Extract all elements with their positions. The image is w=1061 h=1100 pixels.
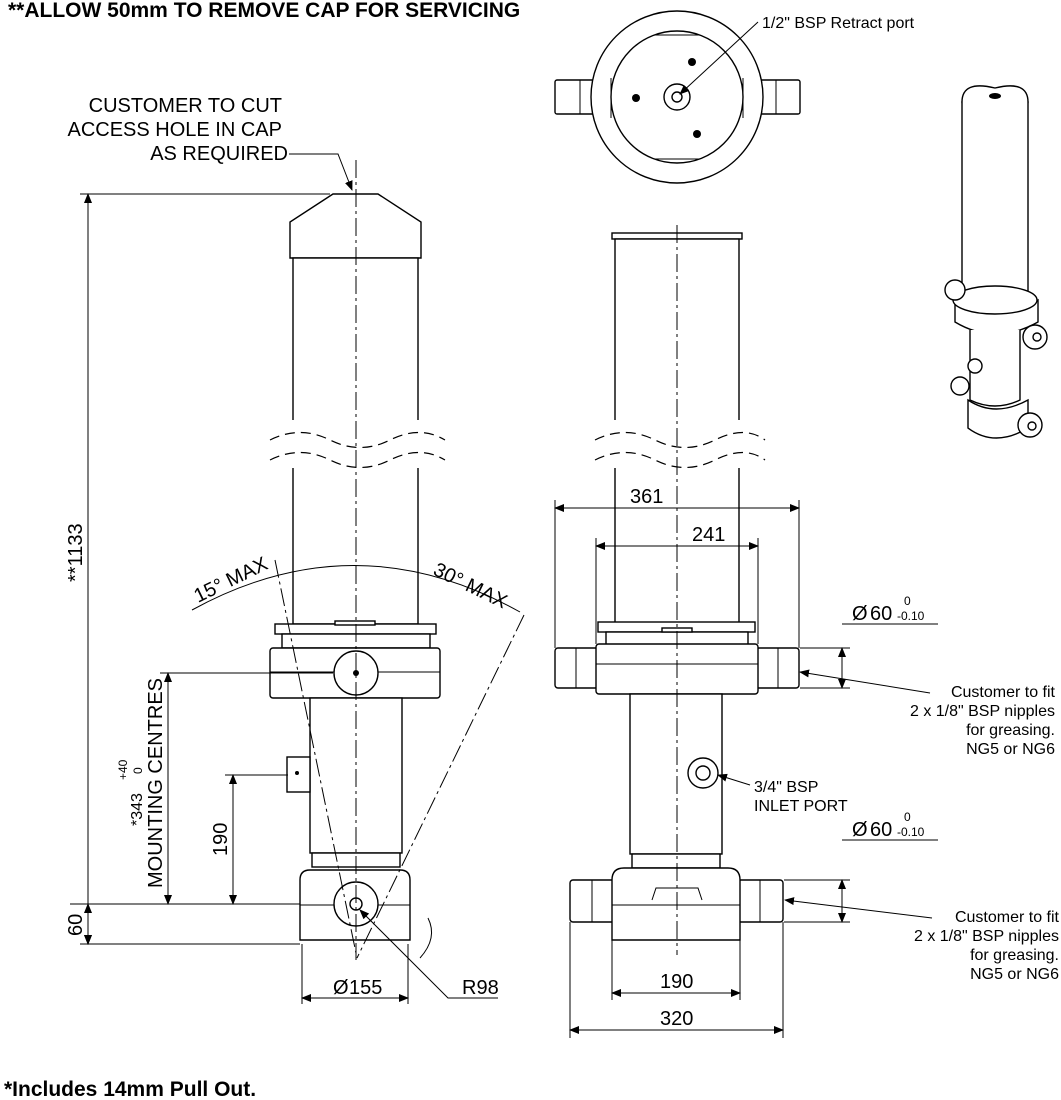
dia-symbol-lower: Ø (852, 819, 868, 841)
top-view: 1/2" BSP Retract port (554, 10, 915, 184)
grease-lower-line-2: 2 x 1/8" BSP nipples (914, 928, 1059, 945)
pin-upper-label: 60 (870, 603, 892, 625)
mounting-centres-label: MOUNTING CENTRES (145, 678, 167, 888)
pin-upper-tol-lower: -0.10 (897, 609, 925, 623)
dim-overall: **1133 (65, 193, 330, 945)
front-lower-trunnion (611, 867, 741, 941)
dim-overall-label: **1133 (65, 523, 87, 582)
isometric-view (944, 85, 1048, 439)
retract-port-label: 1/2" BSP Retract port (762, 15, 915, 32)
grease-upper-line-4: NG5 or NG6 (966, 741, 1055, 758)
r98-label: R98 (462, 977, 499, 999)
cap-note-line-3: AS REQUIRED (150, 143, 288, 165)
cap-note-line-1: CUSTOMER TO CUT (89, 95, 282, 117)
inlet-callout: 3/4" BSP INLET PORT (717, 773, 848, 815)
grease-upper-line-3: for greasing. (966, 722, 1055, 739)
front-view (554, 225, 800, 955)
mounting-tol-lower: 0 (131, 767, 145, 774)
inlet-line-2: INLET PORT (754, 798, 848, 815)
dim-361: 361 (554, 486, 800, 648)
note-allow-cap-removal: **ALLOW 50mm TO REMOVE CAP FOR SERVICING (8, 0, 520, 22)
dim-190-front-label: 190 (660, 971, 693, 993)
cap-note-line-2: ACCESS HOLE IN CAP (67, 119, 282, 141)
dia-symbol-upper: Ø (852, 603, 868, 625)
grease-note-lower: Customer to fit 2 x 1/8" BSP nipples for… (914, 909, 1060, 983)
angle-right-label: 30° MAX (430, 559, 511, 613)
mounting-tol-upper: +40 (116, 759, 130, 780)
grease-note-upper: Customer to fit 2 x 1/8" BSP nipples for… (910, 684, 1056, 758)
dia-symbol-155: Ø (333, 977, 349, 999)
pin-upper-tol-upper: 0 (904, 594, 911, 608)
dim-60-label: 60 (65, 914, 87, 936)
pin-lower-tol-upper: 0 (904, 810, 911, 824)
side-view: 15° MAX 30° MAX (191, 160, 525, 960)
grease-upper-line-1: Customer to fit (951, 684, 1056, 701)
dim-361-label: 361 (630, 486, 663, 508)
cap-callout: CUSTOMER TO CUT ACCESS HOLE IN CAP AS RE… (67, 95, 353, 191)
mounting-value: *343 (129, 793, 146, 826)
dim-241: 241 (595, 524, 759, 644)
dim-190-side: 190 (210, 774, 288, 905)
dim-320-label: 320 (660, 1008, 693, 1030)
dim-r98: R98 (359, 909, 499, 999)
pin-lower-tol-lower: -0.10 (897, 825, 925, 839)
dim-190-front: 190 (611, 940, 741, 1000)
dim-155-label: 155 (349, 977, 382, 999)
inlet-line-1: 3/4" BSP (754, 779, 818, 796)
dim-190-side-label: 190 (210, 823, 232, 856)
dim-320: 320 (569, 922, 784, 1038)
dim-pin-lower: Ø 60 0 -0.10 (784, 810, 938, 923)
grease-upper-line-2: 2 x 1/8" BSP nipples (910, 703, 1055, 720)
note-pull-out: *Includes 14mm Pull Out. (4, 1078, 256, 1100)
grease-lower-line-3: for greasing. (970, 947, 1059, 964)
dim-mounting-centres: MOUNTING CENTRES *343 +40 0 (70, 672, 333, 905)
dim-155: Ø 155 (301, 944, 409, 1004)
pin-lower-label: 60 (870, 819, 892, 841)
grease-lower-line-4: NG5 or NG6 (970, 966, 1059, 983)
dim-60: 60 (65, 903, 92, 945)
dim-241-label: 241 (692, 524, 725, 546)
dim-pin-upper: Ø 60 0 -0.10 (799, 594, 938, 694)
front-lower-tube (629, 693, 723, 855)
grease-lower-line-1: Customer to fit (955, 909, 1060, 926)
